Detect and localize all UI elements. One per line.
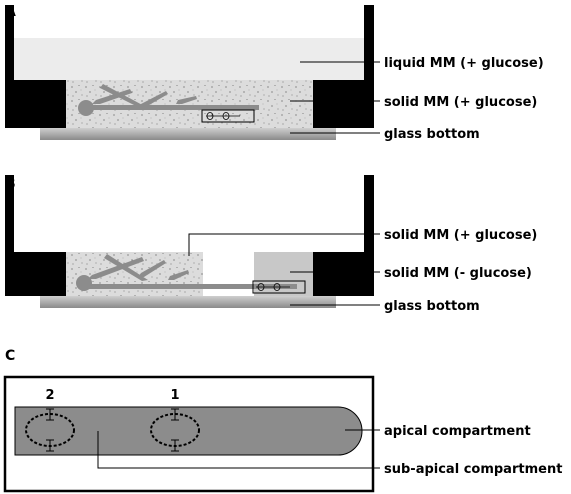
dish-wall-right-b [313,175,374,296]
measurement-site-2 [25,408,75,452]
panel-c-letter: C [5,348,15,364]
label-subapical-compartment: sub-apical compartment [384,462,562,477]
dish-wall-right-a [313,5,374,128]
hypha-tip [14,406,363,456]
site-number-2: 2 [45,388,54,403]
hypha-a [78,84,259,116]
measurement-site-1 [150,408,200,452]
dish-wall-left-a [5,5,66,128]
label-solid-mm-minus-b: solid MM (- glucose) [384,266,532,281]
panel-a: A liquid MM (+ glucose) solid MM (+ gluc… [5,4,544,142]
label-liquid-mm: liquid MM (+ glucose) [384,56,544,71]
liquid-medium-a [14,38,364,80]
glass-bottom-a [40,128,336,140]
label-glass-bottom-b: glass bottom [384,299,480,314]
glass-bottom-b [40,296,336,308]
label-solid-mm-plus-b: solid MM (+ glucose) [384,228,537,243]
site-box-a [201,109,255,123]
solid-medium-minus-b [254,252,313,296]
label-glass-bottom-a: glass bottom [384,127,480,142]
site-number-1: 1 [170,388,179,403]
leader-solid-plus-b [188,233,380,256]
hypha-b [76,254,297,291]
label-solid-mm-plus-a: solid MM (+ glucose) [384,95,537,110]
leader-subapical [97,431,380,469]
label-apical-compartment: apical compartment [384,424,531,439]
dish-wall-left-b [5,175,66,296]
panel-c: C 2 1 apical compartment sub-apical comp [3,348,562,493]
site-box-b [252,280,306,294]
panel-b: B solid MM (+ glucose) solid MM (- gluco… [5,175,537,314]
